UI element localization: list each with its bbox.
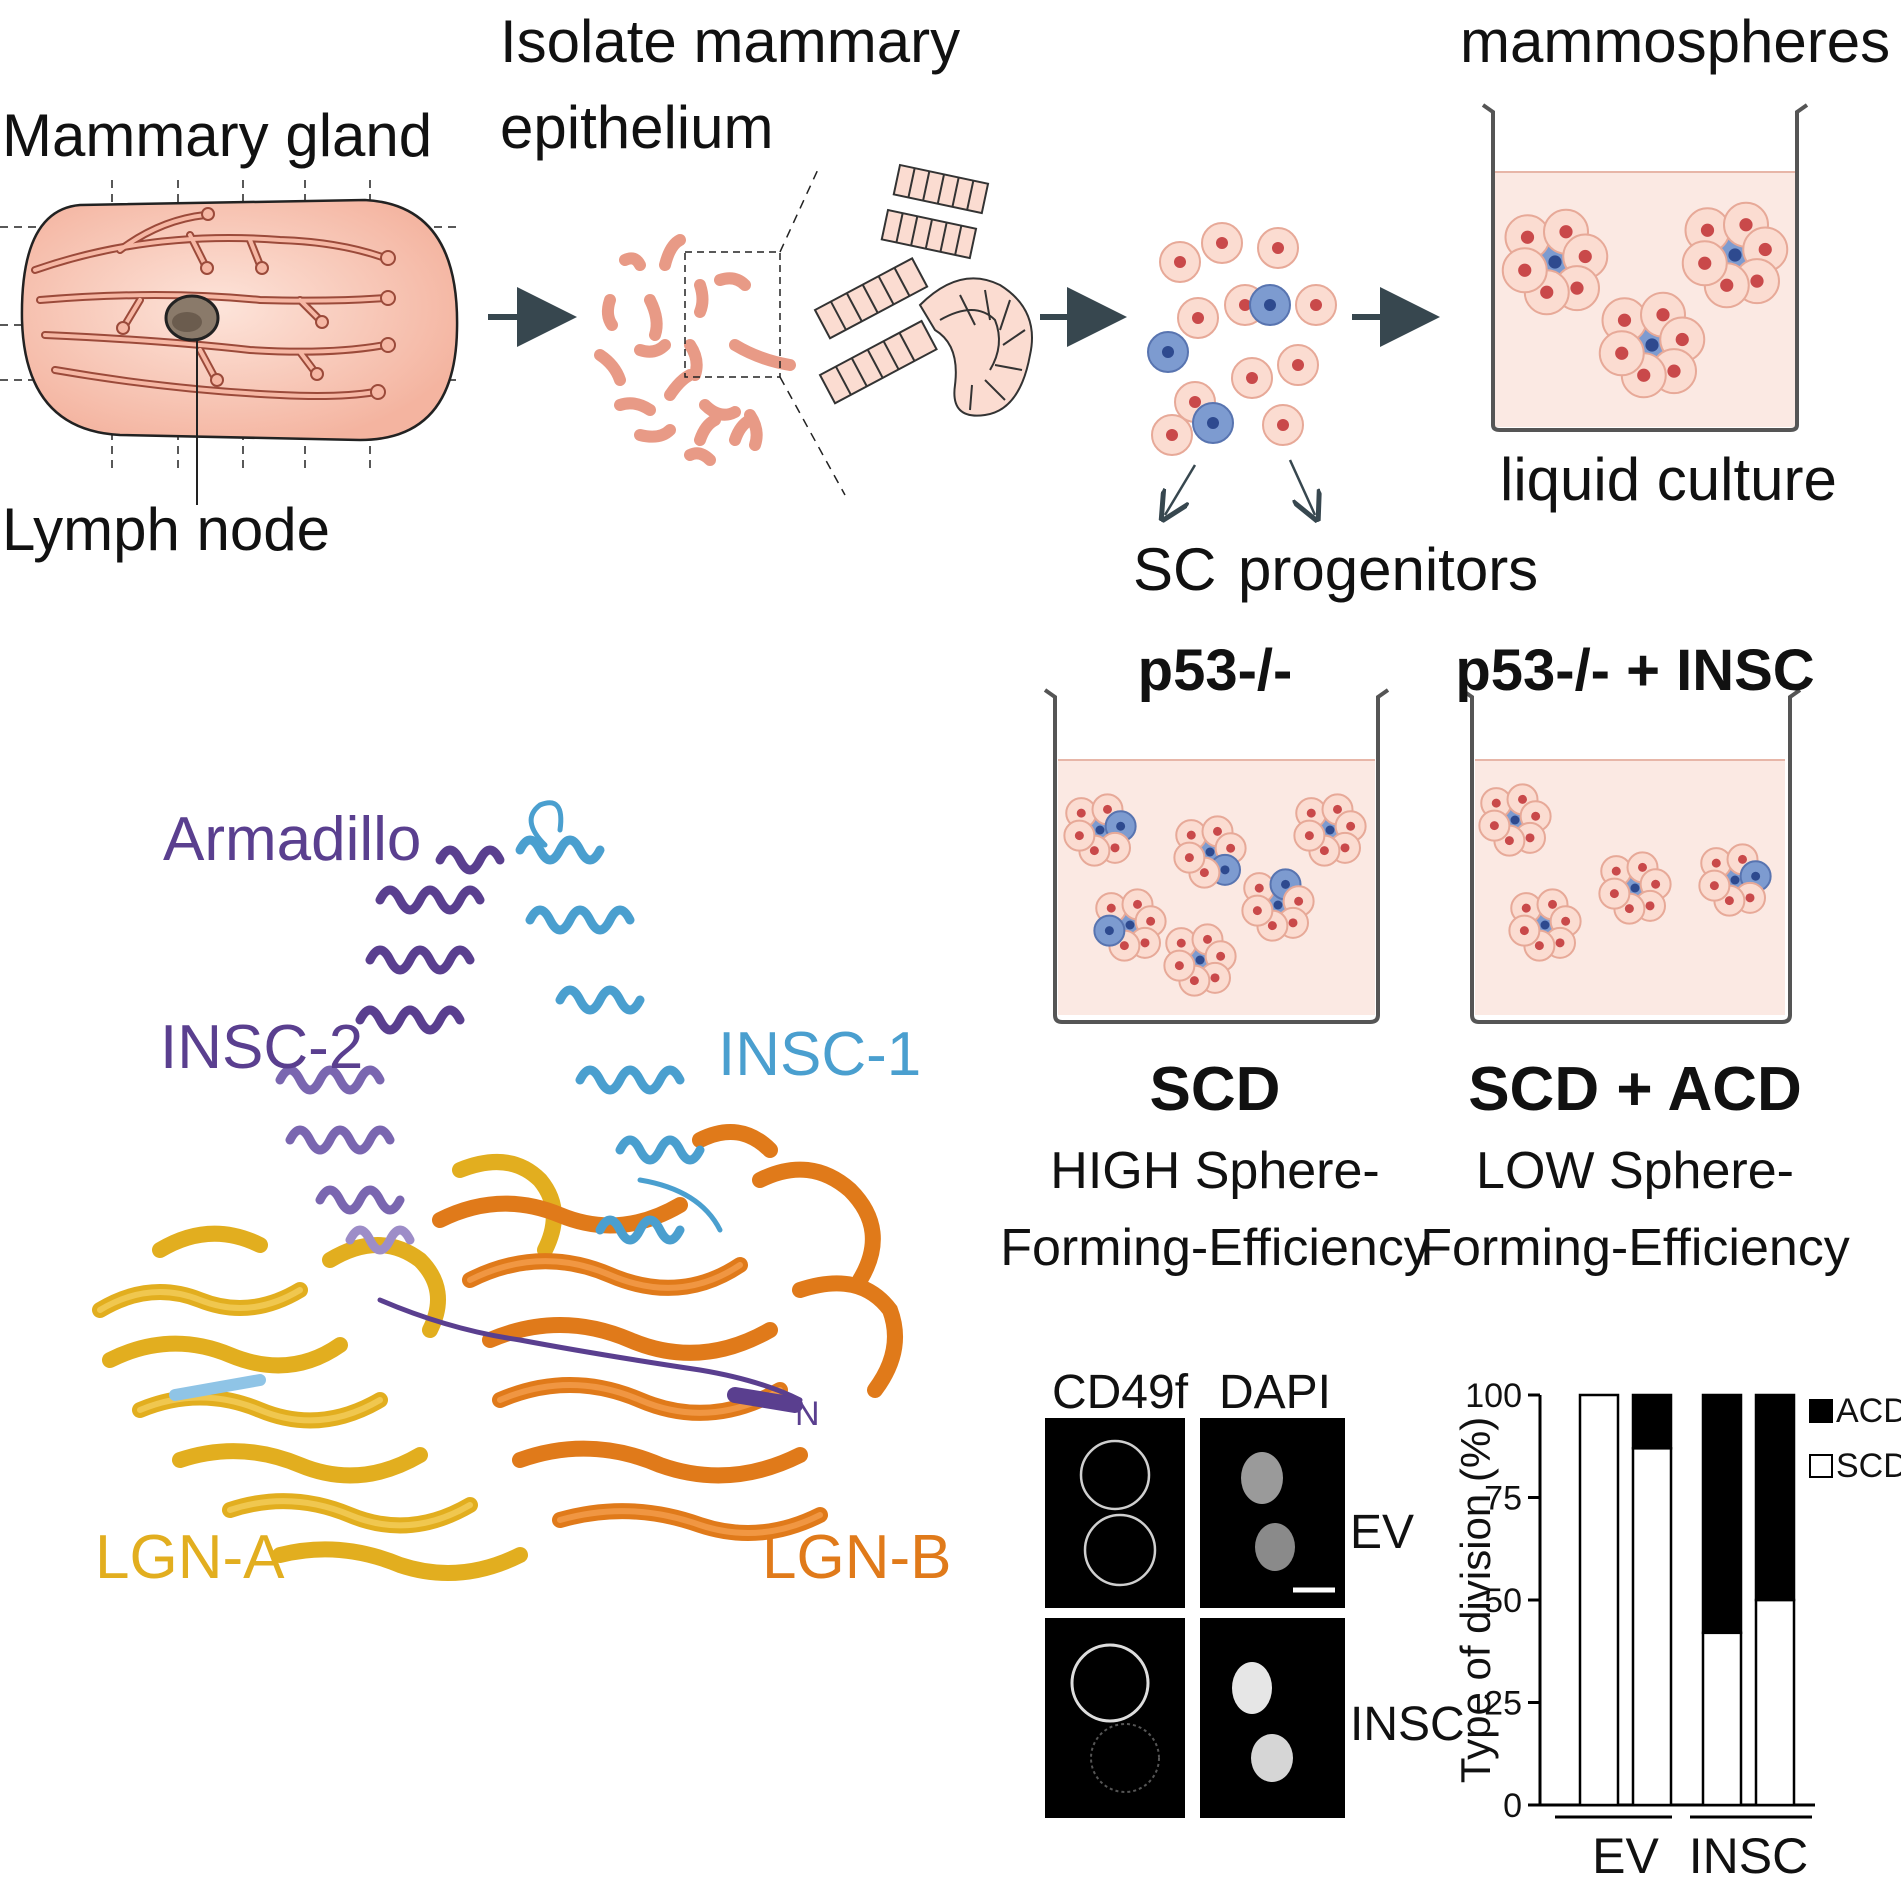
- micrograph-insc-cd49f: [1045, 1618, 1185, 1818]
- mammosphere: [1681, 201, 1789, 309]
- y-tick-label: 0: [1503, 1787, 1522, 1825]
- legend-swatch: [1809, 1454, 1833, 1478]
- bar-acd: [1701, 1393, 1743, 1635]
- mammosphere: [1598, 851, 1672, 925]
- mammosphere: [1093, 888, 1167, 962]
- mammospheres-label: mammospheres: [1460, 8, 1890, 75]
- mammary-gland-drawing: [0, 180, 460, 505]
- condition-left-desc-1: HIGH Sphere-: [1050, 1142, 1379, 1200]
- micrograph-col1-label: CD49f: [1052, 1366, 1189, 1419]
- n-terminus-label: N: [795, 1395, 820, 1433]
- x-group-label: EV: [1592, 1828, 1659, 1884]
- mammosphere: [1163, 923, 1237, 997]
- condition-right-desc-2: Forming-Efficiency: [1420, 1219, 1850, 1277]
- lgna-label: LGN-A: [95, 1523, 285, 1592]
- micrograph-ev-dapi: [1200, 1418, 1345, 1608]
- legend-label: SCD: [1836, 1447, 1901, 1485]
- legend-swatch: [1809, 1399, 1833, 1423]
- bar-scd: [1578, 1393, 1620, 1807]
- duct-closeup-drawing: [813, 163, 1033, 417]
- micrograph-row1-label: EV: [1350, 1506, 1414, 1559]
- micrograph-col2-label: DAPI: [1219, 1366, 1331, 1419]
- legend-label: ACD: [1836, 1392, 1901, 1430]
- bar-scd: [1701, 1631, 1743, 1807]
- y-tick-label: 100: [1465, 1377, 1522, 1415]
- sc-label: SC: [1133, 536, 1216, 603]
- arrow-progenitors: [1288, 459, 1315, 515]
- y-tick-label: 75: [1484, 1480, 1522, 1518]
- mammosphere: [1698, 843, 1772, 917]
- micrograph-ev-cd49f: [1045, 1418, 1185, 1608]
- mammosphere: [1293, 793, 1367, 867]
- y-axis-title: Type of division (%): [1452, 1417, 1499, 1783]
- condition-left-title: p53-/-: [1138, 638, 1293, 703]
- condition-left-desc-2: Forming-Efficiency: [1000, 1219, 1430, 1277]
- insc2-label: INSC-2: [160, 1013, 363, 1082]
- condition-right-title: p53-/- + INSC: [1455, 638, 1814, 703]
- y-tick-label: 25: [1484, 1685, 1522, 1723]
- condition-left-mode: SCD: [1150, 1055, 1281, 1124]
- lymph-node-label: Lymph node: [2, 496, 330, 563]
- condition-right-mode: SCD + ACD: [1468, 1055, 1802, 1124]
- mammosphere: [1478, 783, 1552, 857]
- sphere-layer: [1063, 201, 1789, 997]
- mammosphere: [1501, 208, 1609, 316]
- mammosphere: [1241, 868, 1315, 942]
- micrograph-row2-label: INSC: [1350, 1698, 1465, 1751]
- bar-scd: [1631, 1447, 1673, 1807]
- bar-acd: [1754, 1393, 1796, 1602]
- mammosphere: [1508, 888, 1582, 962]
- isolate-label-line2: epithelium: [500, 94, 774, 161]
- progenitors-label: progenitors: [1238, 536, 1538, 603]
- insc1-label: INSC-1: [718, 1020, 921, 1089]
- liquid-culture-label: liquid culture: [1500, 446, 1837, 513]
- mammosphere: [1173, 815, 1247, 889]
- lgnb-label: LGN-B: [762, 1523, 951, 1592]
- division-chart: 0 25 50 75 100 EV INSC Type of division (%) A…: [1452, 1377, 1901, 1884]
- isolate-label-line1: Isolate mammary: [500, 8, 960, 75]
- protein-structure: [92, 800, 903, 1581]
- bar-acd: [1631, 1393, 1673, 1450]
- mammary-gland-label: Mammary gland: [2, 102, 432, 169]
- micrograph-insc-dapi: [1200, 1618, 1345, 1818]
- y-tick-label: 50: [1484, 1582, 1522, 1620]
- condition-right-desc-1: LOW Sphere-: [1476, 1142, 1794, 1200]
- epithelium-fragments: [594, 234, 796, 466]
- bar-scd: [1754, 1598, 1796, 1807]
- arrow-sc: [1165, 464, 1197, 515]
- dissociated-cells: [1147, 222, 1337, 456]
- mammosphere: [1063, 793, 1137, 867]
- x-group-label: INSC: [1689, 1828, 1808, 1884]
- armadillo-label: Armadillo: [163, 805, 421, 874]
- zoom-box: [684, 251, 781, 378]
- mammosphere: [1598, 291, 1706, 399]
